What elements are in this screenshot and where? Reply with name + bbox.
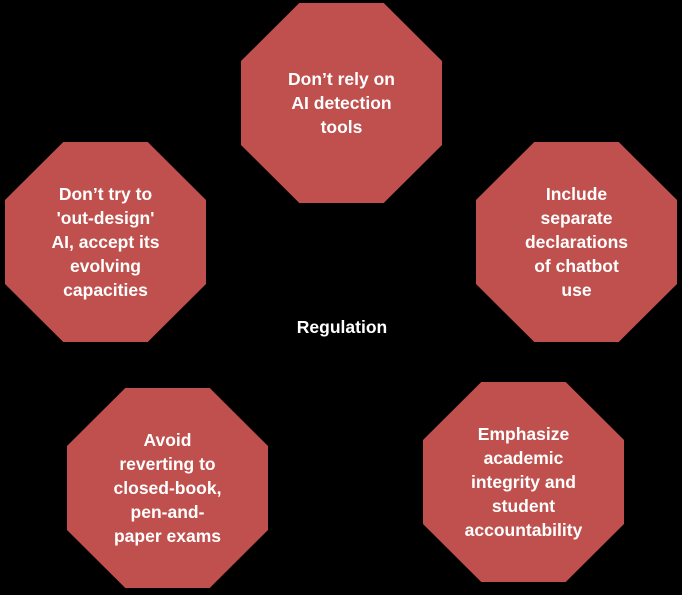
octagon-node-closed-book-exams: Avoid reverting to closed-book, pen-and-… xyxy=(67,388,268,588)
node-text: Include separate declarations of chatbot… xyxy=(524,184,629,300)
octagon-node-declarations: Include separate declarations of chatbot… xyxy=(476,142,677,342)
node-text: Emphasize academic integrity and student… xyxy=(464,424,583,540)
octagon-node-academic-integrity: Emphasize academic integrity and student… xyxy=(423,382,624,582)
octagon-node-ai-detection: Don’t rely on AI detection tools xyxy=(241,3,442,203)
node-text: Don’t rely on AI detection tools xyxy=(288,69,395,137)
octagon-node-out-design: Don’t try to 'out-design' AI, accept its… xyxy=(5,142,206,342)
node-text: Don’t try to 'out-design' AI, accept its… xyxy=(51,184,160,300)
center-label: Regulation xyxy=(296,317,388,337)
node-text: Avoid reverting to closed-book, pen-and-… xyxy=(113,430,222,546)
